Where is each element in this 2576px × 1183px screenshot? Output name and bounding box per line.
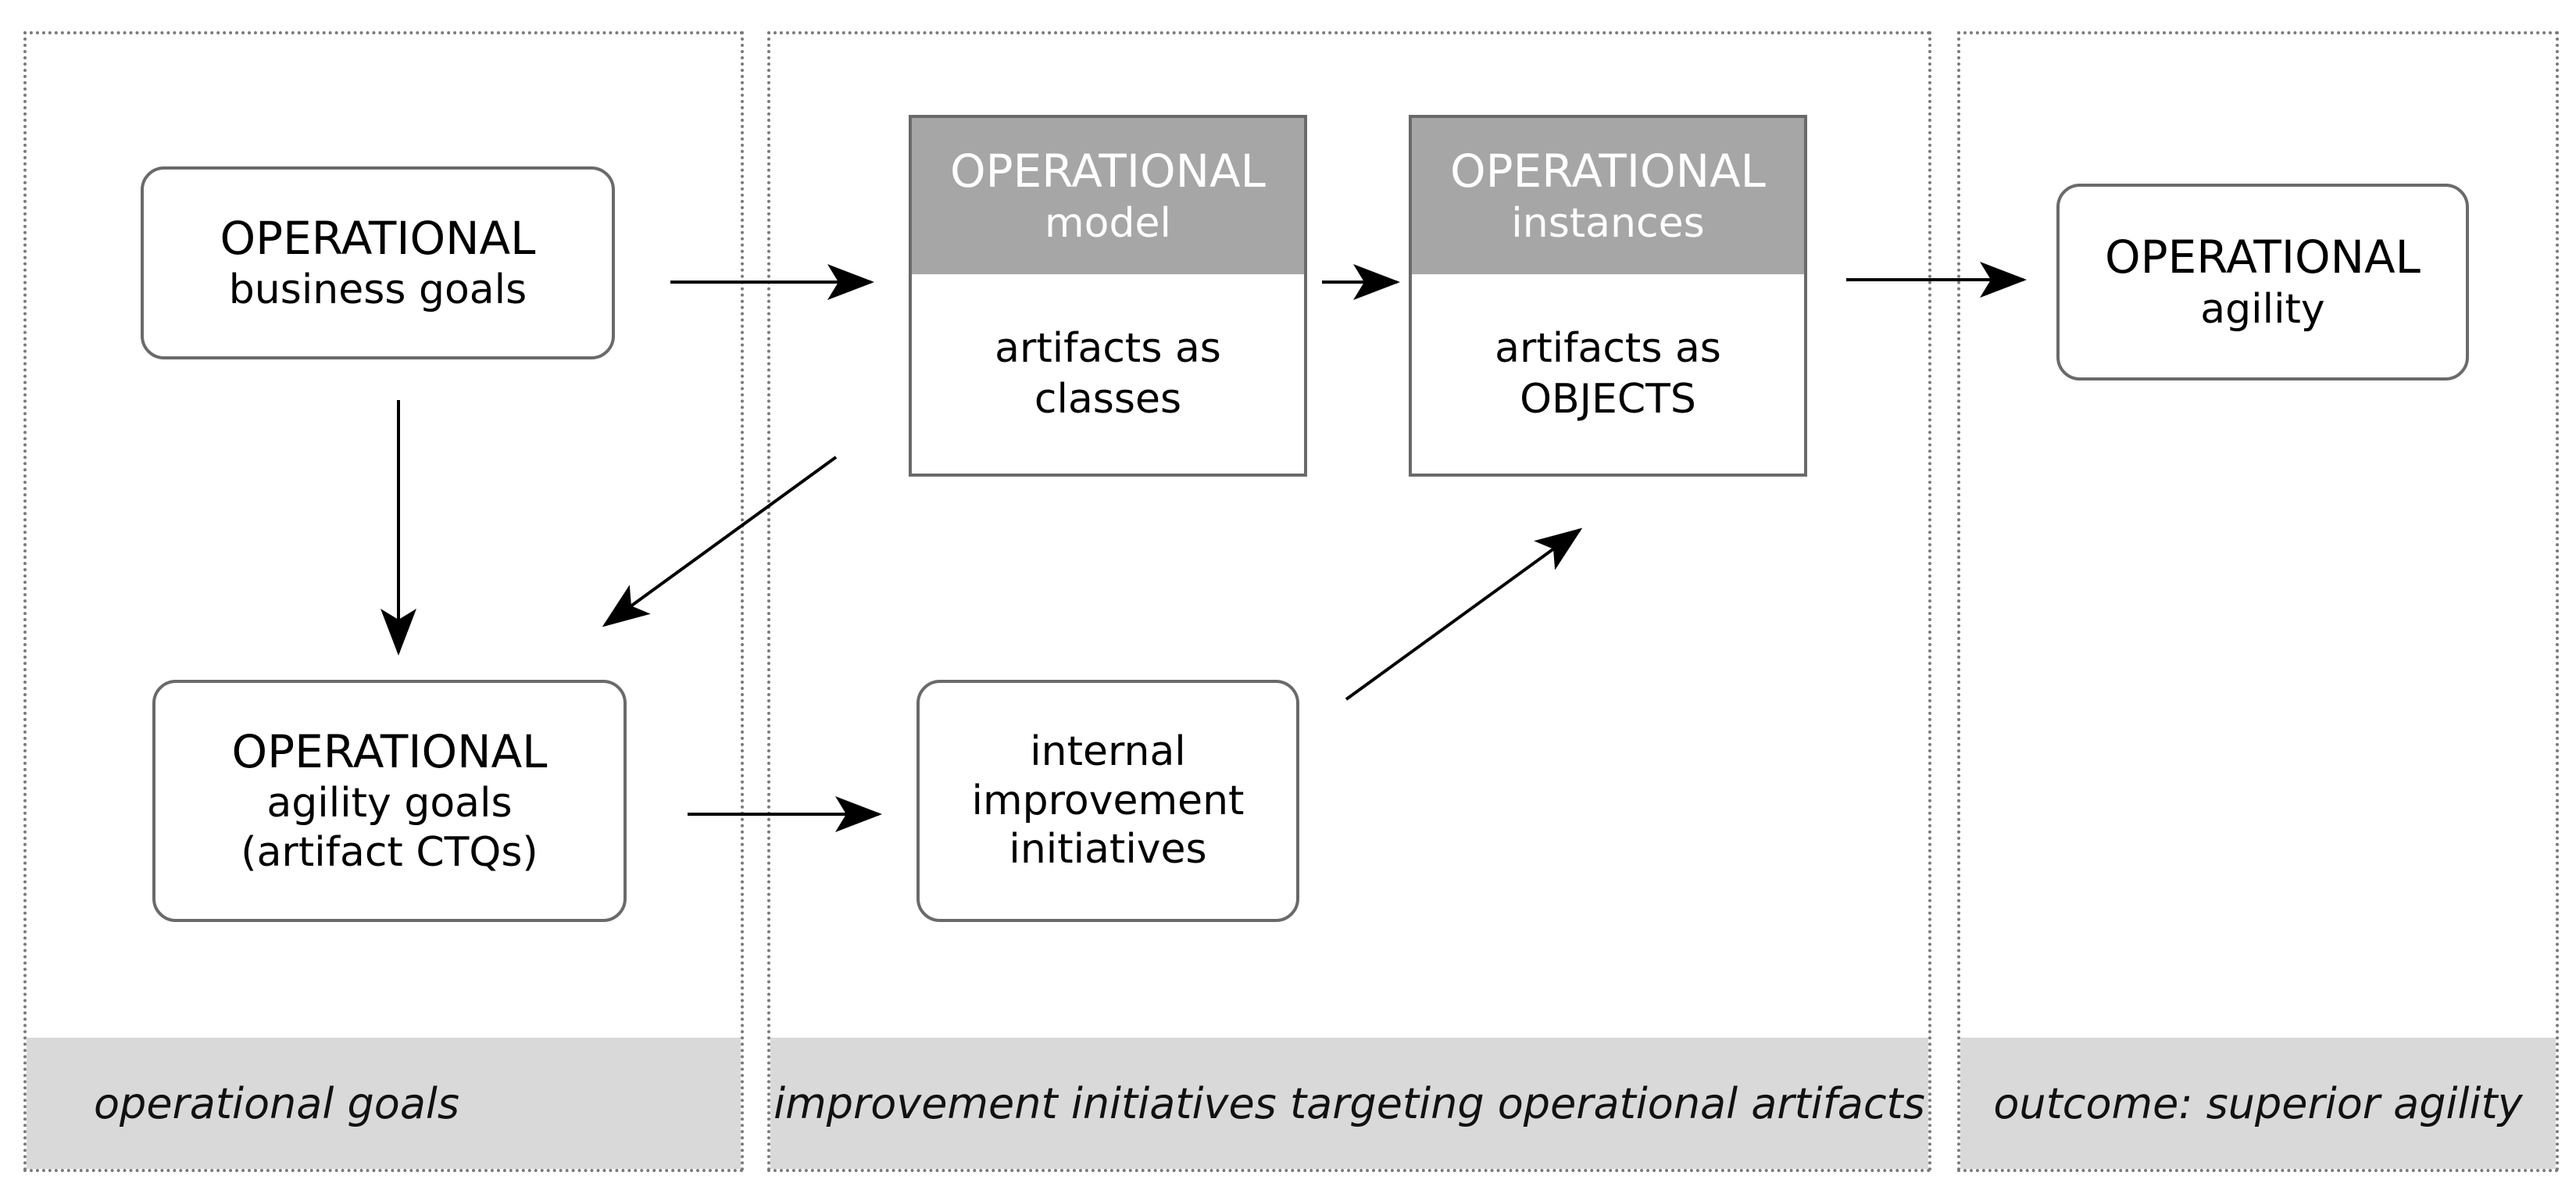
box-operational-agility: OPERATIONAL agility xyxy=(2056,184,2469,381)
box-agility-goals-note: (artifact CTQs) xyxy=(241,828,538,876)
panel-label-improvement-initiatives: improvement initiatives targeting operat… xyxy=(774,1078,1925,1128)
box-agility-goals: OPERATIONAL agility goals (artifact CTQs… xyxy=(152,680,627,922)
box-operational-instances-body-line1: artifacts as xyxy=(1495,324,1721,372)
box-improvement-line2: improvement xyxy=(971,777,1245,824)
box-business-goals-title: OPERATIONAL xyxy=(220,211,536,265)
panel-footer-outcome: outcome: superior agility xyxy=(1960,1038,2556,1169)
panel-label-operational-goals: operational goals xyxy=(94,1078,460,1128)
box-operational-model: OPERATIONAL model artifacts as classes xyxy=(909,115,1307,477)
box-operational-model-body-line2: classes xyxy=(1034,375,1182,423)
box-operational-instances-header: OPERATIONAL instances xyxy=(1412,118,1804,274)
box-agility-goals-title: OPERATIONAL xyxy=(231,724,548,778)
box-operational-instances: OPERATIONAL instances artifacts as OBJEC… xyxy=(1409,115,1807,477)
box-business-goals: OPERATIONAL business goals xyxy=(141,166,615,359)
box-agility-goals-subtitle: agility goals xyxy=(266,780,513,827)
box-operational-instances-subtitle: instances xyxy=(1511,199,1705,247)
box-operational-model-body-line1: artifacts as xyxy=(995,324,1221,372)
box-operational-instances-title: OPERATIONAL xyxy=(1450,145,1766,198)
panel-footer-operational-goals: operational goals xyxy=(27,1038,741,1169)
box-operational-model-header: OPERATIONAL model xyxy=(912,118,1304,274)
box-operational-model-body: artifacts as classes xyxy=(912,274,1304,474)
arrow-model-to-agility-goals xyxy=(602,456,838,627)
box-operational-model-subtitle: model xyxy=(1045,199,1171,247)
box-operational-model-title: OPERATIONAL xyxy=(950,145,1266,198)
panel-footer-improvement-initiatives: improvement initiatives targeting operat… xyxy=(770,1038,1928,1169)
box-operational-agility-subtitle: agility xyxy=(2200,285,2325,333)
box-operational-instances-body-line2: OBJECTS xyxy=(1520,375,1696,423)
panel-label-outcome: outcome: superior agility xyxy=(1993,1078,2523,1128)
box-operational-agility-title: OPERATIONAL xyxy=(2105,231,2421,284)
arrow-improvement-to-instances xyxy=(1345,527,1583,701)
box-business-goals-subtitle: business goals xyxy=(228,266,527,314)
box-improvement-line3: initiatives xyxy=(1009,826,1207,874)
box-improvement-initiatives: internal improvement initiatives xyxy=(916,680,1299,922)
box-improvement-line1: internal xyxy=(1030,728,1186,776)
box-operational-instances-body: artifacts as OBJECTS xyxy=(1412,274,1804,474)
